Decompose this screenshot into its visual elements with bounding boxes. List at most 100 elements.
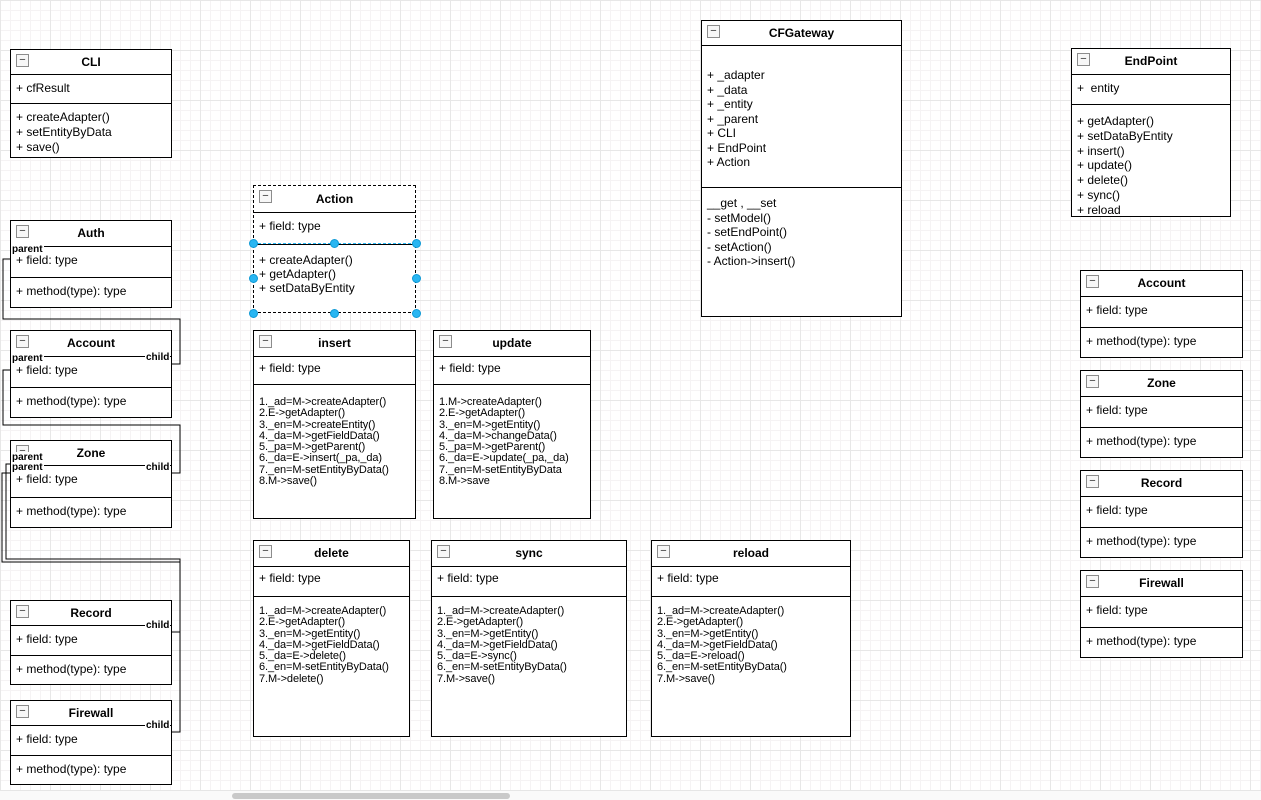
collapse-icon[interactable]: − (16, 225, 29, 238)
fields-compartment[interactable]: + field: type (11, 626, 171, 656)
method-row: + save() (16, 140, 60, 154)
collapse-icon[interactable]: − (439, 335, 452, 348)
collapse-icon[interactable]: − (1086, 575, 1099, 588)
edge-label-parent[interactable]: parent (11, 244, 44, 255)
collapse-icon[interactable]: − (1086, 475, 1099, 488)
selection-handle[interactable] (411, 273, 421, 283)
collapse-icon[interactable]: − (16, 605, 29, 618)
collapse-icon[interactable]: − (259, 190, 272, 203)
collapse-icon[interactable]: − (259, 335, 272, 348)
collapse-icon[interactable]: − (259, 545, 272, 558)
fields-compartment[interactable]: + field: type (11, 247, 171, 278)
class-auth[interactable]: Auth−+ field: type+ method(type): type (10, 220, 172, 308)
methods-compartment[interactable]: + method(type): type (11, 656, 171, 685)
edge-label-child[interactable]: child (145, 720, 171, 731)
collapse-icon[interactable]: − (16, 705, 29, 718)
fields-compartment[interactable]: + _adapter+ _data+ _entity+ _parent+ CLI… (702, 46, 901, 188)
collapse-icon[interactable]: − (1086, 375, 1099, 388)
fields-compartment[interactable]: + field: type (1081, 597, 1242, 628)
selection-handle[interactable] (330, 308, 339, 318)
method-row: + sync() (1077, 187, 1121, 202)
edge-label-child[interactable]: child (145, 620, 171, 631)
class-record-right[interactable]: Record−+ field: type+ method(type): type (1080, 470, 1243, 558)
selection-handle[interactable] (248, 238, 258, 248)
class-action[interactable]: Action−+ field: type+ createAdapter()+ g… (253, 185, 416, 313)
methods-compartment[interactable]: + method(type): type (1081, 528, 1242, 558)
edge-label-parent[interactable]: parent (11, 452, 44, 463)
class-title: Account− (1081, 271, 1242, 297)
class-account-right[interactable]: Account−+ field: type+ method(type): typ… (1080, 270, 1243, 358)
class-zone-right[interactable]: Zone−+ field: type+ method(type): type (1080, 370, 1243, 458)
fields-compartment[interactable]: + entity (1072, 75, 1230, 105)
selection-handle[interactable] (330, 238, 339, 248)
edge-label-parent[interactable]: parent (11, 462, 44, 473)
methods-compartment[interactable]: + method(type): type (11, 498, 171, 528)
class-account-left[interactable]: Account−+ field: type+ method(type): typ… (10, 330, 172, 418)
edge-label-child[interactable]: child (145, 462, 171, 473)
methods-compartment[interactable]: 1._ad=M->createAdapter()2.E->getAdapter(… (254, 597, 409, 737)
selection-handle[interactable] (248, 308, 258, 318)
fields-compartment[interactable]: + field: type (11, 726, 171, 756)
methods-compartment[interactable]: 1._ad=M->createAdapter()2.E->getAdapter(… (652, 597, 850, 737)
methods-compartment[interactable]: + method(type): type (11, 388, 171, 418)
selection-handle[interactable] (411, 238, 421, 248)
edge-label-parent[interactable]: parent (11, 353, 44, 364)
fields-compartment[interactable]: + field: type (11, 357, 171, 388)
selection-handle[interactable] (411, 308, 421, 318)
methods-compartment[interactable]: __get , __set- setModel()- setEndPoint()… (702, 188, 901, 317)
methods-compartment[interactable]: + method(type): type (11, 756, 171, 785)
methods-compartment[interactable]: + method(type): type (11, 278, 171, 308)
fields-compartment[interactable]: + field: type (1081, 397, 1242, 428)
horizontal-scrollbar[interactable] (0, 790, 1261, 800)
field-row: + _parent (707, 111, 759, 126)
fields-compartment[interactable]: + field: type (432, 567, 626, 597)
collapse-icon[interactable]: − (657, 545, 670, 558)
methods-compartment[interactable]: + method(type): type (1081, 628, 1242, 658)
fields-compartment[interactable]: + cfResult (11, 75, 171, 104)
methods-compartment[interactable]: 1.M->createAdapter()2.E->getAdapter()3._… (434, 385, 590, 519)
collapse-icon[interactable]: − (437, 545, 450, 558)
class-cli[interactable]: CLI−+ cfResult+ createAdapter()+ setEnti… (10, 49, 172, 158)
methods-compartment[interactable]: 1._ad=M->createAdapter()2.E->getAdapter(… (432, 597, 626, 737)
methods-compartment[interactable]: + getAdapter()+ setDataByEntity+ insert(… (1072, 105, 1230, 217)
fields-compartment[interactable]: + field: type (434, 357, 590, 385)
fields-compartment[interactable]: + field: type (254, 357, 415, 385)
fields-compartment[interactable]: + field: type (11, 466, 171, 498)
field-row: + EndPoint (707, 140, 767, 155)
selection-handle[interactable] (248, 273, 258, 283)
collapse-icon[interactable]: − (16, 54, 29, 67)
collapse-icon[interactable]: − (1077, 53, 1090, 66)
fields-compartment[interactable]: + field: type (1081, 497, 1242, 528)
class-cfgateway[interactable]: CFGateway−+ _adapter+ _data+ _entity+ _p… (701, 20, 902, 317)
methods-compartment[interactable]: 1._ad=M->createAdapter()2.E->getAdapter(… (254, 385, 415, 519)
fields-compartment[interactable]: + field: type (652, 567, 850, 597)
methods-compartment[interactable]: + method(type): type (1081, 328, 1242, 358)
class-firewall-right[interactable]: Firewall−+ field: type+ method(type): ty… (1080, 570, 1243, 658)
collapse-icon[interactable]: − (1086, 275, 1099, 288)
method-row: + getAdapter() (259, 267, 337, 281)
class-endpoint[interactable]: EndPoint−+ entity+ getAdapter()+ setData… (1071, 48, 1231, 217)
method-row: 2.E->getAdapter() (259, 616, 346, 629)
field-row: + field: type (439, 361, 501, 375)
method-row: 7._en=M-setEntityByData() (259, 463, 389, 476)
edge-label-child[interactable]: child (145, 352, 171, 363)
fields-compartment[interactable]: + field: type (1081, 297, 1242, 328)
collapse-icon[interactable]: − (707, 25, 720, 38)
methods-compartment[interactable]: + createAdapter()+ getAdapter()+ setData… (254, 245, 415, 313)
fields-compartment[interactable]: + field: type (254, 567, 409, 597)
class-firewall-left[interactable]: Firewall−+ field: type+ method(type): ty… (10, 700, 172, 785)
field-row: + Action (707, 155, 751, 169)
methods-compartment[interactable]: + method(type): type (1081, 428, 1242, 458)
collapse-icon[interactable]: − (16, 335, 29, 348)
methods-compartment[interactable]: + createAdapter()+ setEntityByData+ save… (11, 104, 171, 158)
class-record-left[interactable]: Record−+ field: type+ method(type): type (10, 600, 172, 685)
method-row: + method(type): type (16, 762, 127, 776)
horizontal-scrollbar-thumb[interactable] (232, 793, 510, 799)
field-row: + field: type (16, 363, 78, 377)
